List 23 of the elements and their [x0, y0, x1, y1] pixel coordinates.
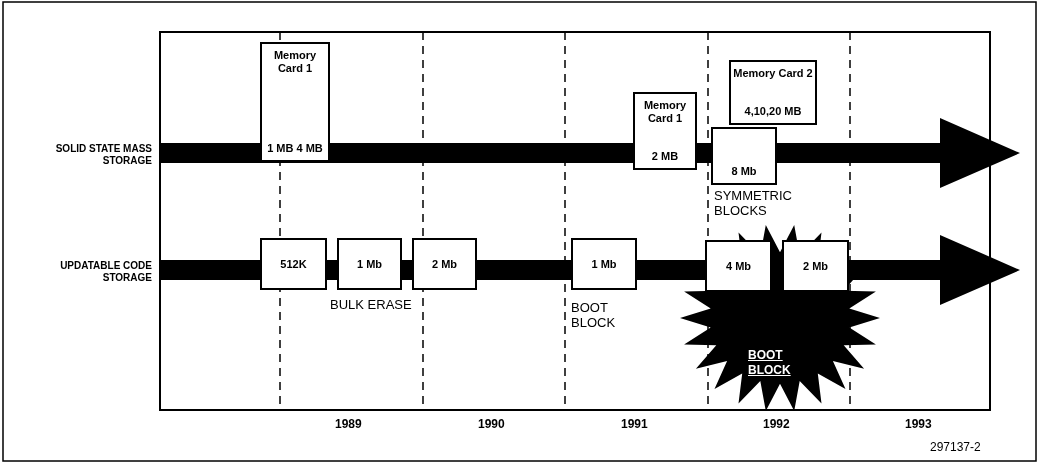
- starburst-shape: [680, 224, 880, 412]
- figure-number: 297137-2: [930, 440, 981, 455]
- node-label: BOOT BLOCK: [748, 348, 792, 378]
- product-box: Memory Card 1 1 MB 4 MB: [260, 42, 330, 162]
- product-box: 2 Mb: [412, 238, 477, 290]
- product-box: 2 Mb: [782, 240, 849, 292]
- product-box: Memory Card 1 2 MB: [633, 92, 697, 170]
- product-box: 1 Mb: [337, 238, 402, 290]
- product-box: Memory Card 2 4,10,20 MB: [729, 60, 817, 125]
- product-box: 8 Mb: [711, 127, 777, 185]
- year-label: 1993: [905, 417, 932, 432]
- product-box: 1 Mb: [571, 238, 637, 290]
- product-box: 512K: [260, 238, 327, 290]
- row-label: SOLID STATE MASS STORAGE: [54, 143, 152, 167]
- year-label: 1989: [335, 417, 362, 432]
- product-box: 4 Mb: [705, 240, 772, 292]
- year-label: 1990: [478, 417, 505, 432]
- row-label: UPDATABLE CODE STORAGE: [59, 260, 152, 284]
- caption: SYMMETRIC BLOCKS: [714, 188, 793, 218]
- caption: BULK ERASE: [330, 297, 413, 312]
- caption: BOOT BLOCK: [571, 300, 617, 330]
- year-label: 1991: [621, 417, 648, 432]
- year-label: 1992: [763, 417, 790, 432]
